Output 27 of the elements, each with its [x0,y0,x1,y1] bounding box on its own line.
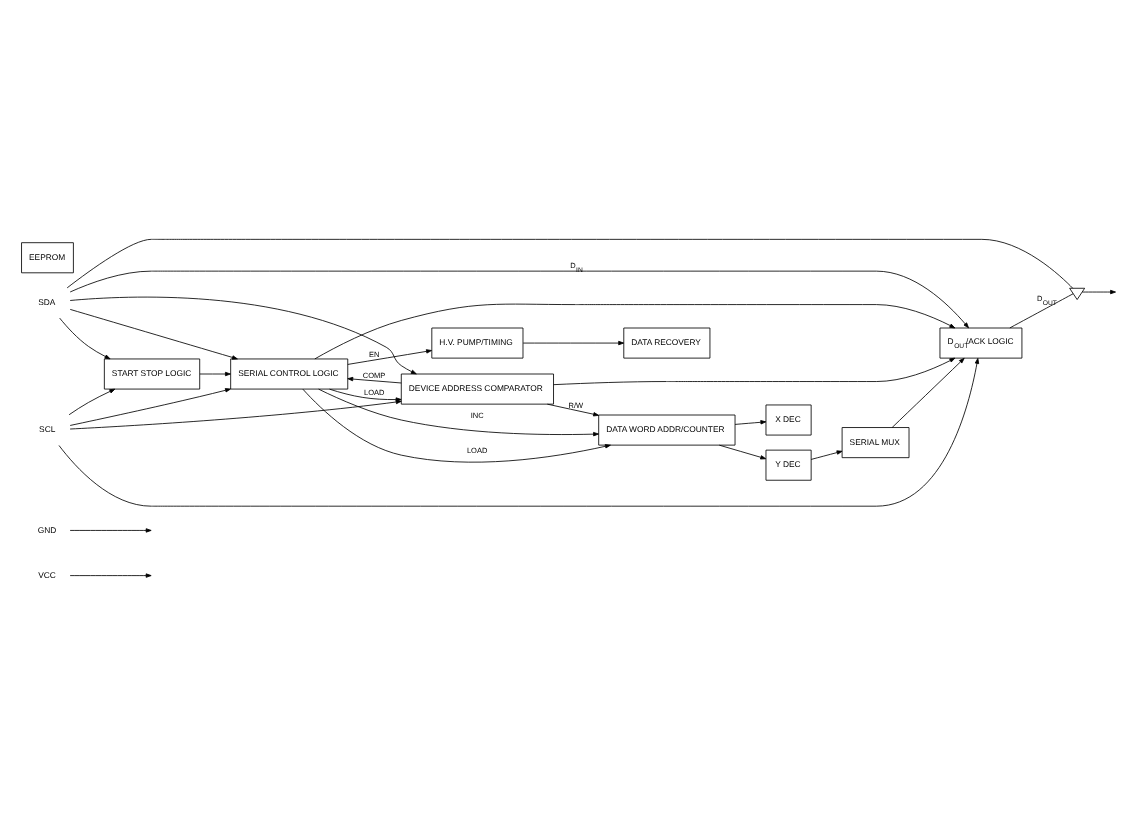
arrow [718,444,767,460]
arrow [58,358,980,507]
arrow [69,309,238,360]
arrow [734,420,767,425]
arrow [347,349,432,365]
arrow [329,388,402,402]
arrow [69,296,417,375]
arrow [546,403,600,417]
arrow [69,528,152,533]
arrow [891,357,965,428]
arrow [314,303,956,360]
connector [66,238,1074,289]
arrow [302,388,611,463]
arrow [318,388,599,437]
arrow [553,357,956,386]
arrow [199,371,231,377]
arrow [69,388,231,426]
arrow [347,376,402,384]
arrow [1081,289,1116,295]
connector [1009,293,1074,329]
node-transistor [1069,287,1086,300]
arrow [59,317,111,360]
arrow [69,573,152,578]
arrow [522,340,625,346]
arrow [810,450,843,460]
arrow [68,388,116,416]
arrow [69,270,969,329]
